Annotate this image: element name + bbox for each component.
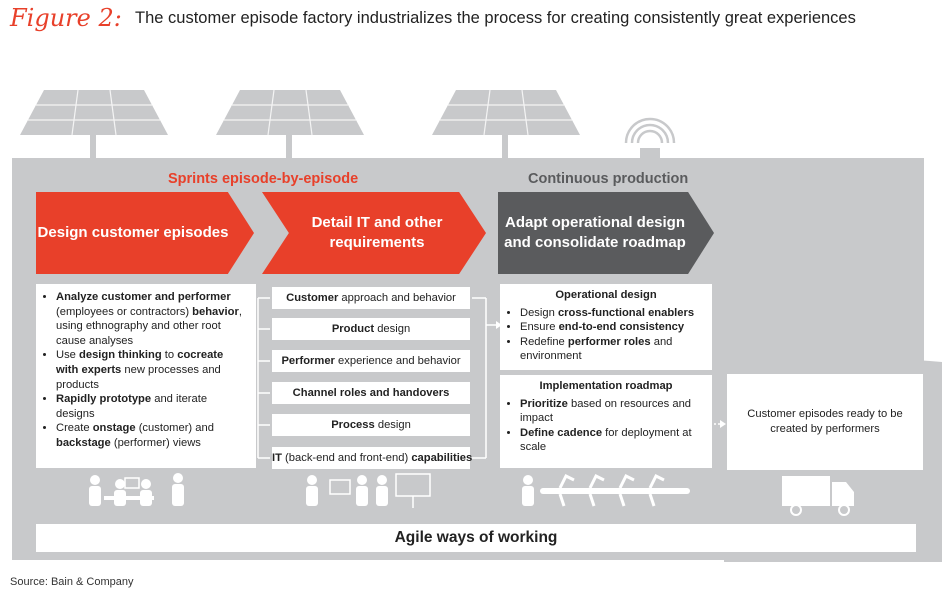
requirement-row: Channel roles and handovers xyxy=(272,382,470,404)
design-item: Analyze customer and performer (employee… xyxy=(56,290,248,348)
solar-panel-icon xyxy=(216,90,364,159)
operational-item: Redefine performer roles and environment xyxy=(520,335,704,364)
design-item: Create onstage (customer) and backstage … xyxy=(56,421,248,450)
delivery-truck-icon xyxy=(782,476,854,516)
roadmap-list: Prioritize based on resources and impact… xyxy=(508,397,704,455)
antenna-icon xyxy=(624,117,676,144)
source-note: Source: Bain & Company xyxy=(10,576,134,588)
design-panel: Analyze customer and performer (employee… xyxy=(36,284,256,468)
operational-list: Design cross-functional enablersEnsure e… xyxy=(508,306,704,364)
chevron-adapt-operational: Adapt operational design and consolidate… xyxy=(498,192,714,274)
chimney xyxy=(640,148,660,162)
roadmap-heading: Implementation roadmap xyxy=(539,380,673,392)
solar-panel-icon xyxy=(20,90,168,159)
requirement-row: IT (back-end and front-end) capabilities xyxy=(272,447,472,469)
operational-heading: Operational design xyxy=(555,289,657,301)
figure-title: The customer episode factory industriali… xyxy=(135,9,856,27)
assembly-line-icon xyxy=(522,473,690,507)
team-meeting-icon xyxy=(89,473,184,506)
design-list: Analyze customer and performer (employee… xyxy=(44,290,248,451)
agile-bar: Agile ways of working xyxy=(36,524,916,552)
sprints-label: Sprints episode-by-episode xyxy=(168,171,359,187)
output-box: Customer episodes ready to be created by… xyxy=(727,374,923,470)
roadmap-panel: Implementation roadmap Prioritize based … xyxy=(500,375,712,468)
requirement-row: Performer experience and behavior xyxy=(272,350,470,372)
continuous-label: Continuous production xyxy=(528,171,689,187)
chevron-detail-it: Detail IT and other requirements xyxy=(262,192,486,274)
requirement-row: Customer approach and behavior xyxy=(272,287,470,309)
requirement-row: Process design xyxy=(272,414,470,436)
requirement-row: Product design xyxy=(272,318,470,340)
chevron-design-episodes: Design customer episodes xyxy=(36,192,254,274)
design-item: Rapidly prototype and iterate designs xyxy=(56,392,248,421)
roadmap-item: Prioritize based on resources and impact xyxy=(520,397,704,426)
operational-item: Design cross-functional enablers xyxy=(520,306,704,321)
figure-label: Figure 2: xyxy=(10,4,122,32)
presentation-icon xyxy=(306,473,431,508)
design-item: Use design thinking to cocreate with exp… xyxy=(56,348,248,392)
operational-item: Ensure end-to-end consistency xyxy=(520,320,704,335)
solar-panel-icon xyxy=(432,90,580,159)
roadmap-item: Define cadence for deployment at scale xyxy=(520,426,704,455)
operational-design-panel: Operational design Design cross-function… xyxy=(500,284,712,370)
